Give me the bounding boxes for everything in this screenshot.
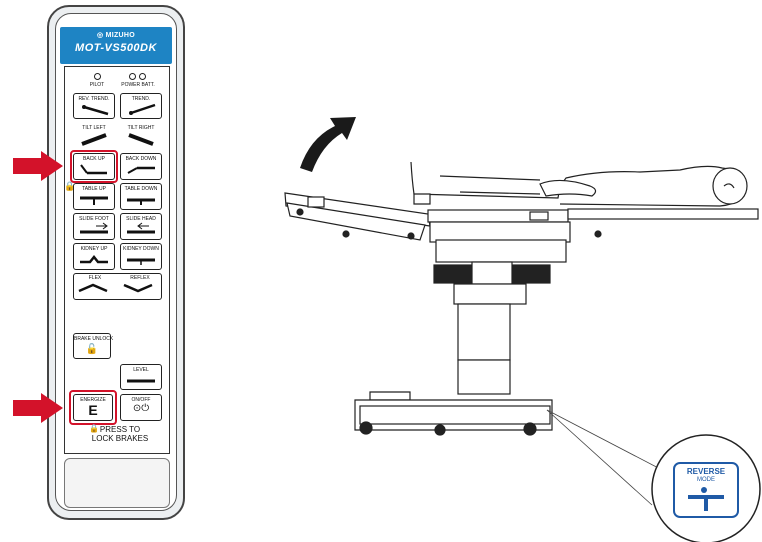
rev-trend-button[interactable]: REV. TREND. [73, 93, 115, 119]
level-button[interactable]: LEVEL [120, 364, 162, 390]
flex-label: FLEX [88, 275, 102, 281]
slide-head-icon [127, 222, 155, 234]
brake-unlock-button[interactable]: BRAKE UNLOCK 🔓 [73, 333, 114, 359]
reflex-icon [123, 283, 153, 293]
reflex-button[interactable]: REFLEX [118, 273, 162, 300]
red-arrow-back-up [13, 151, 63, 181]
kidney-down-icon [127, 258, 155, 265]
reverse-mode-column-icon [704, 499, 708, 511]
reverse-mode-label: REVERSE MODE [676, 467, 736, 485]
level-label: LEVEL [133, 367, 149, 373]
back-up-motion-arrow [300, 117, 356, 172]
back-up-label: BACK UP [83, 156, 105, 162]
table-down-label: TABLE DOWN [124, 186, 158, 192]
table-up-label: TABLE UP [82, 186, 106, 192]
lock-icon: 🔒 [89, 424, 99, 433]
reflex-label: REFLEX [130, 275, 150, 281]
power-led-2 [139, 73, 146, 80]
on-off-label: ON/OFF [131, 397, 151, 403]
energize-letter: E [88, 402, 98, 418]
model-name: MOT-VS500DK [75, 42, 157, 54]
press-to-lock-text: PRESS TO LOCK BRAKES [91, 425, 149, 443]
pilot-led [94, 73, 101, 80]
reverse-mode-table-icon [688, 495, 724, 499]
table-up-icon [80, 196, 108, 205]
energize-label: ENERGIZE [80, 397, 106, 403]
power-icon: ⊙⏻ [132, 403, 150, 414]
on-off-button[interactable]: ON/OFF ⊙⏻ [120, 394, 162, 421]
rev-trend-label: REV. TREND. [78, 96, 110, 102]
patient-figure [410, 161, 748, 207]
energize-highlight [69, 390, 117, 425]
power-batt-label: POWER BATT. [121, 82, 155, 88]
trend-label: TREND. [131, 96, 151, 102]
tilt-right-icon[interactable] [125, 132, 157, 146]
callout-line-2 [546, 409, 653, 506]
table-down-button[interactable]: TABLE DOWN [120, 183, 162, 210]
mode-label: MODE [697, 477, 715, 483]
back-down-label: BACK DOWN [125, 156, 157, 162]
brand-logo: ◎ MIZUHO [96, 32, 136, 39]
tilt-left-icon[interactable] [78, 132, 110, 146]
kidney-down-button[interactable]: KIDNEY DOWN [120, 243, 162, 270]
power-led-1 [129, 73, 136, 80]
trend-button[interactable]: TREND. [120, 93, 162, 119]
reverse-label: REVERSE [686, 467, 726, 476]
table-base [354, 391, 553, 436]
back-up-icon [80, 164, 107, 175]
flex-icon [78, 283, 108, 293]
red-arrow-energize [13, 393, 63, 423]
operating-table-illustration [284, 117, 761, 542]
table-top [284, 192, 759, 243]
pilot-label: PILOT [89, 82, 105, 88]
rev-trend-icon [82, 105, 109, 116]
back-down-button[interactable]: BACK DOWN [120, 153, 162, 180]
brake-unlock-label: BRAKE UNLOCK [74, 336, 114, 342]
table-up-button[interactable]: TABLE UP [73, 183, 115, 210]
lock-icon-table: 🔒 [64, 181, 76, 191]
table-down-icon [127, 198, 155, 205]
energize-button[interactable]: ENERGIZE E [73, 394, 113, 421]
slide-foot-icon [80, 222, 108, 234]
back-up-highlight [70, 150, 118, 183]
kidney-up-icon [80, 254, 108, 264]
callout-line-1 [546, 409, 667, 473]
slide-foot-label: SLIDE FOOT [79, 216, 109, 222]
back-up-button[interactable]: BACK UP [73, 153, 115, 180]
level-icon [127, 379, 155, 383]
slide-head-button[interactable]: SLIDE HEAD [120, 213, 162, 240]
back-down-icon [127, 166, 155, 174]
flex-button[interactable]: FLEX [73, 273, 117, 300]
kidney-up-button[interactable]: KIDNEY UP [73, 243, 115, 270]
kidney-down-label: KIDNEY DOWN [123, 246, 159, 252]
tilt-left-label: TILT LEFT [82, 125, 106, 131]
brand-name: MIZUHO [105, 32, 136, 39]
table-column [433, 239, 567, 395]
remote-bottom-panel [64, 458, 170, 508]
slide-foot-button[interactable]: SLIDE FOOT [73, 213, 115, 240]
brand-panel: ◎ MIZUHO MOT-VS500DK [60, 27, 172, 64]
slide-head-label: SLIDE HEAD [126, 216, 156, 222]
unlock-icon: 🔓 [85, 344, 99, 355]
trend-icon [129, 103, 156, 115]
kidney-up-label: KIDNEY UP [80, 246, 108, 252]
tilt-right-label: TILT RIGHT [127, 125, 155, 131]
